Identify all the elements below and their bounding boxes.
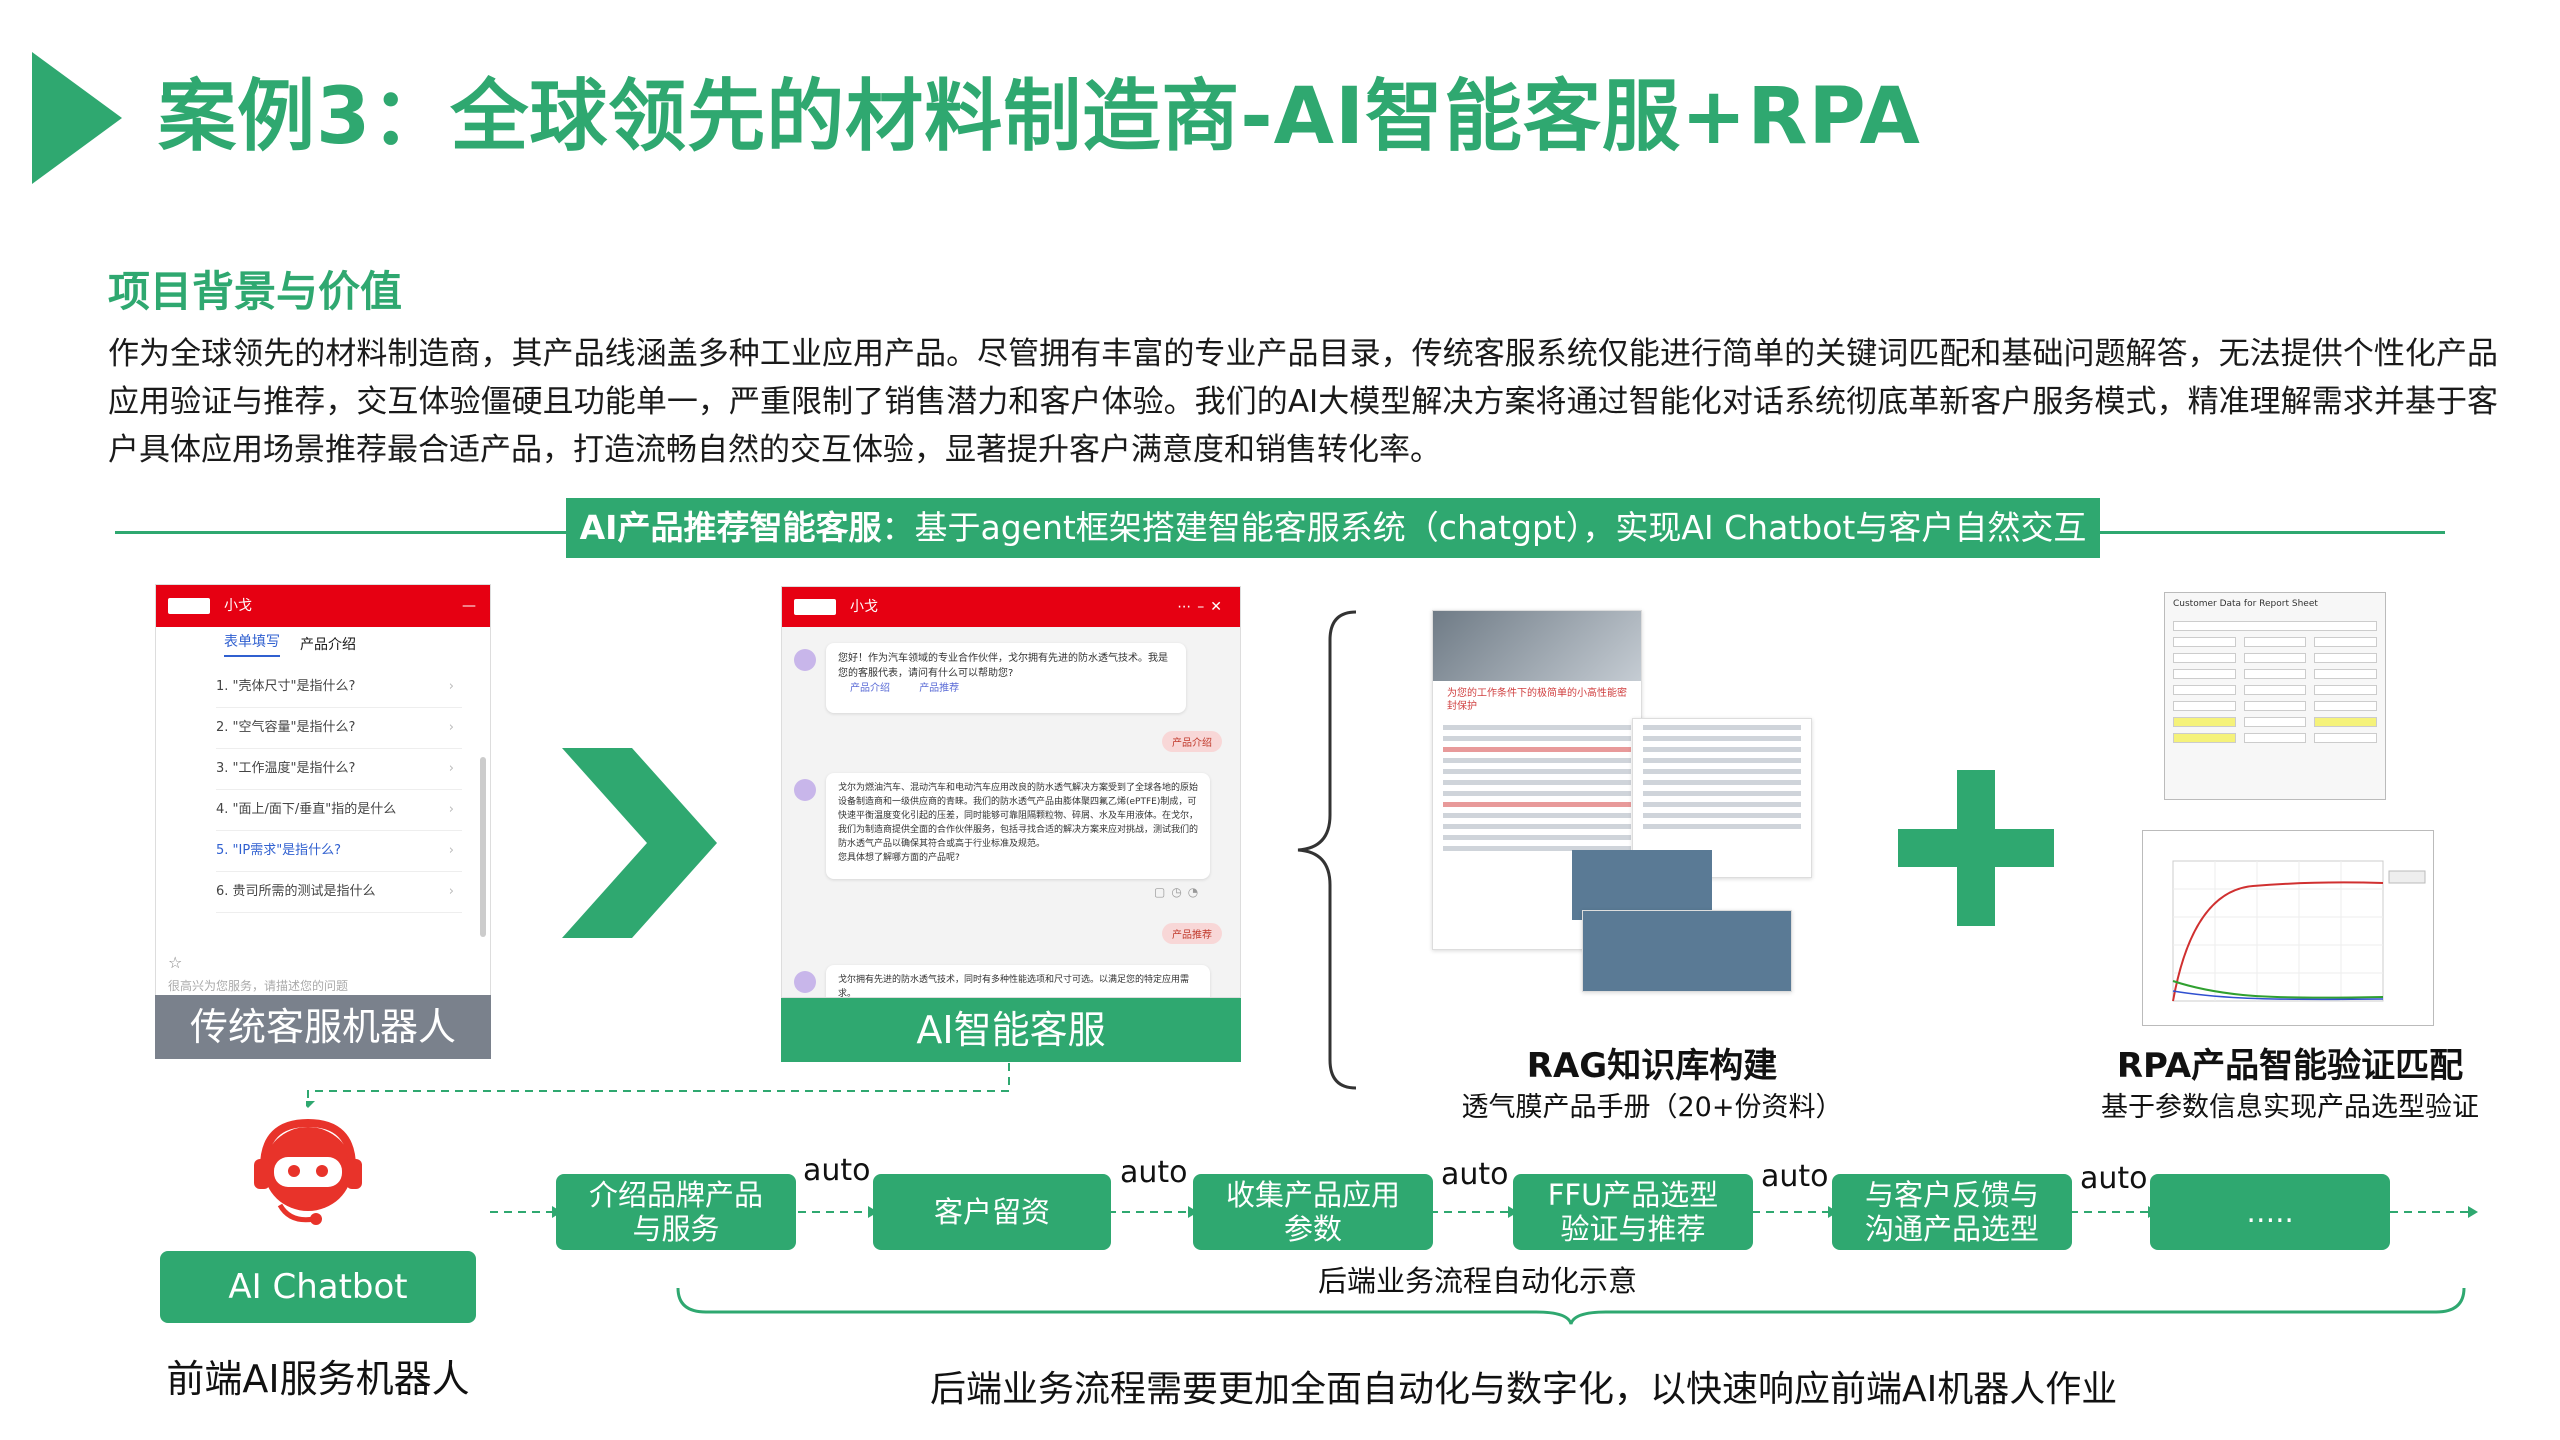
message-actions-icon[interactable]: ▢◷◔ [1154,885,1205,899]
bot-avatar-icon [794,649,816,671]
banner-bold: AI产品推荐智能客服 [579,508,882,547]
chevron-right-icon [562,748,717,938]
faq-item[interactable]: 1. "壳体尺寸"是指什么? [216,667,462,708]
document-page [1582,910,1792,992]
ai-service-label: AI智能客服 [781,998,1241,1062]
document-panel [1572,850,1712,920]
ai-service-screenshot: 小戈 ⋯–✕ 您好！作为汽车领域的专业合作伙伴，戈尔拥有先进的防水透气技术。我是… [781,586,1241,998]
faq-item[interactable]: 3. "工作温度"是指什么? [216,749,462,790]
background-paragraph: 作为全球领先的材料制造商，其产品线涵盖多种工业应用产品。尽管拥有丰富的专业产品目… [108,336,2498,468]
flow-caption: 后端业务流程自动化示意 [1318,1264,1638,1298]
rpa-curve-chart [2172,860,2426,1002]
left-brace [1297,610,1357,1090]
traditional-bot-screenshot: 小戈 — 表单填写 产品介绍 1. "壳体尺寸"是指什么? 2. "空气容量"是… [155,584,491,999]
star-icon: ☆ [168,953,183,972]
auto-label: auto [1441,1157,1509,1192]
document-photo [1433,611,1641,681]
rpa-subtitle: 基于参数信息实现产品选型验证 [2101,1092,2479,1123]
traditional-bot-name: 小戈 [224,598,252,614]
sheet-title: Customer Data for Report Sheet [2173,599,2318,609]
tab-form[interactable]: 表单填写 [224,631,280,657]
bot-reply-text: 戈尔为燃油汽车、混动汽车和电动汽车应用改良的防水透气解决方案受到了全球各地的原始… [838,783,1199,849]
bot-reply-bubble: 戈尔拥有先进的防水透气技术，同时有多种性能选项和尺寸可选。以满足您的特定应用需求… [826,965,1210,997]
scrollbar[interactable] [480,757,486,937]
bottom-brace [676,1287,2466,1325]
rpa-chart [2142,830,2434,1026]
flow-step-collect-params: 收集产品应用 参数 [1193,1174,1433,1250]
tab-product-intro[interactable]: 产品介绍 [300,637,356,653]
ai-service-name: 小戈 [850,599,878,615]
faq-item[interactable]: 5. "IP需求"是指什么? [216,831,462,872]
traditional-bot-header: 小戈 — [156,585,490,627]
section-heading: 项目背景与价值 [108,267,403,316]
bot-greeting-bubble: 您好！作为汽车领域的专业合作伙伴，戈尔拥有先进的防水透气技术。我是您的客服代表，… [826,643,1186,713]
bottom-caption: 后端业务流程需要更加全面自动化与数字化，以快速响应前端AI机器人作业 [930,1369,2118,1410]
flow-step-text: 收集产品应用 参数 [1225,1178,1400,1246]
brand-logo-icon [168,598,210,614]
flow-step-customer-feedback: 与客户反馈与 沟通产品选型 [1832,1174,2072,1250]
traditional-bot-label: 传统客服机器人 [155,995,491,1059]
page-title: 案例3：全球领先的材料制造商-AI智能客服+RPA [158,72,1921,162]
rpa-title: RPA产品智能验证匹配 [2116,1046,2464,1086]
bot-avatar-icon [794,779,816,801]
front-bot-label: 前端AI服务机器人 [166,1357,470,1401]
bot-reply-question: 您具体想了解哪方面的产品呢? [838,853,960,863]
plus-icon [1898,829,2054,867]
input-hint: 很高兴为您服务，请描述您的问题 [168,979,349,993]
flow-step-more: ….. [2150,1174,2390,1250]
dashed-connector [306,1063,1010,1108]
flow-step-ffu-validation: FFU产品选型 验证与推荐 [1513,1174,1753,1250]
window-controls-icon: ⋯–✕ [1177,599,1228,615]
rag-document-collage: 为您的工作条件下的极简单的小高性能密封保护 [1432,610,1812,994]
flow-connectors [490,1206,2478,1218]
faq-list: 1. "壳体尺寸"是指什么? 2. "空气容量"是指什么? 3. "工作温度"是… [216,667,462,913]
rag-title: RAG知识库构建 [1526,1046,1778,1086]
rag-subtitle: 透气膜产品手册（20+份资料） [1461,1092,1843,1123]
bot-avatar-icon [794,971,816,993]
rpa-spreadsheet: Customer Data for Report Sheet [2164,592,2386,800]
minimize-icon: — [462,598,476,614]
user-message: 产品推荐 [1162,923,1222,944]
ai-service-header: 小戈 ⋯–✕ [782,587,1240,627]
faq-item[interactable]: 4. "面上/面下/垂直"指的是什么 [216,790,462,831]
flow-step-text: 介绍品牌产品 与服务 [588,1178,763,1246]
robot-headset-icon [254,1118,362,1225]
ai-chatbot-button[interactable]: AI Chatbot [160,1251,476,1323]
flow-step-text: 客户留资 [933,1195,1050,1229]
auto-label: auto [1761,1159,1829,1194]
auto-label: auto [1120,1155,1188,1190]
chip-product-recommend[interactable]: 产品推荐 [919,683,960,694]
title-arrow-icon [32,52,122,184]
flow-step-brand-intro: 介绍品牌产品 与服务 [556,1174,796,1250]
banner-rest: ：基于agent框架搭建智能客服系统（chatgpt），实现AI Chatbot… [881,508,2087,547]
auto-label: auto [803,1153,871,1188]
brand-logo-icon [794,599,836,615]
auto-label: auto [2080,1161,2148,1196]
faq-item[interactable]: 2. "空气容量"是指什么? [216,708,462,749]
flow-step-text: 与客户反馈与 沟通产品选型 [1864,1178,2039,1246]
solution-banner: AI产品推荐智能客服：基于agent框架搭建智能客服系统（chatgpt），实现… [566,498,2100,558]
bot-greeting-text: 您好！作为汽车领域的专业合作伙伴，戈尔拥有先进的防水透气技术。我是您的客服代表，… [838,653,1168,679]
flow-step-text: FFU产品选型 验证与推荐 [1547,1178,1719,1246]
flow-step-lead-capture: 客户留资 [873,1174,1111,1250]
chip-product-intro[interactable]: 产品介绍 [850,683,890,694]
faq-item[interactable]: 6. 贵司所需的测试是指什么 [216,872,462,913]
bot-reply-bubble: 戈尔为燃油汽车、混动汽车和电动汽车应用改良的防水透气解决方案受到了全球各地的原始… [826,773,1210,879]
user-message: 产品介绍 [1162,731,1222,752]
flow-step-text: ….. [2246,1195,2294,1229]
document-title: 为您的工作条件下的极简单的小高性能密封保护 [1447,688,1627,712]
